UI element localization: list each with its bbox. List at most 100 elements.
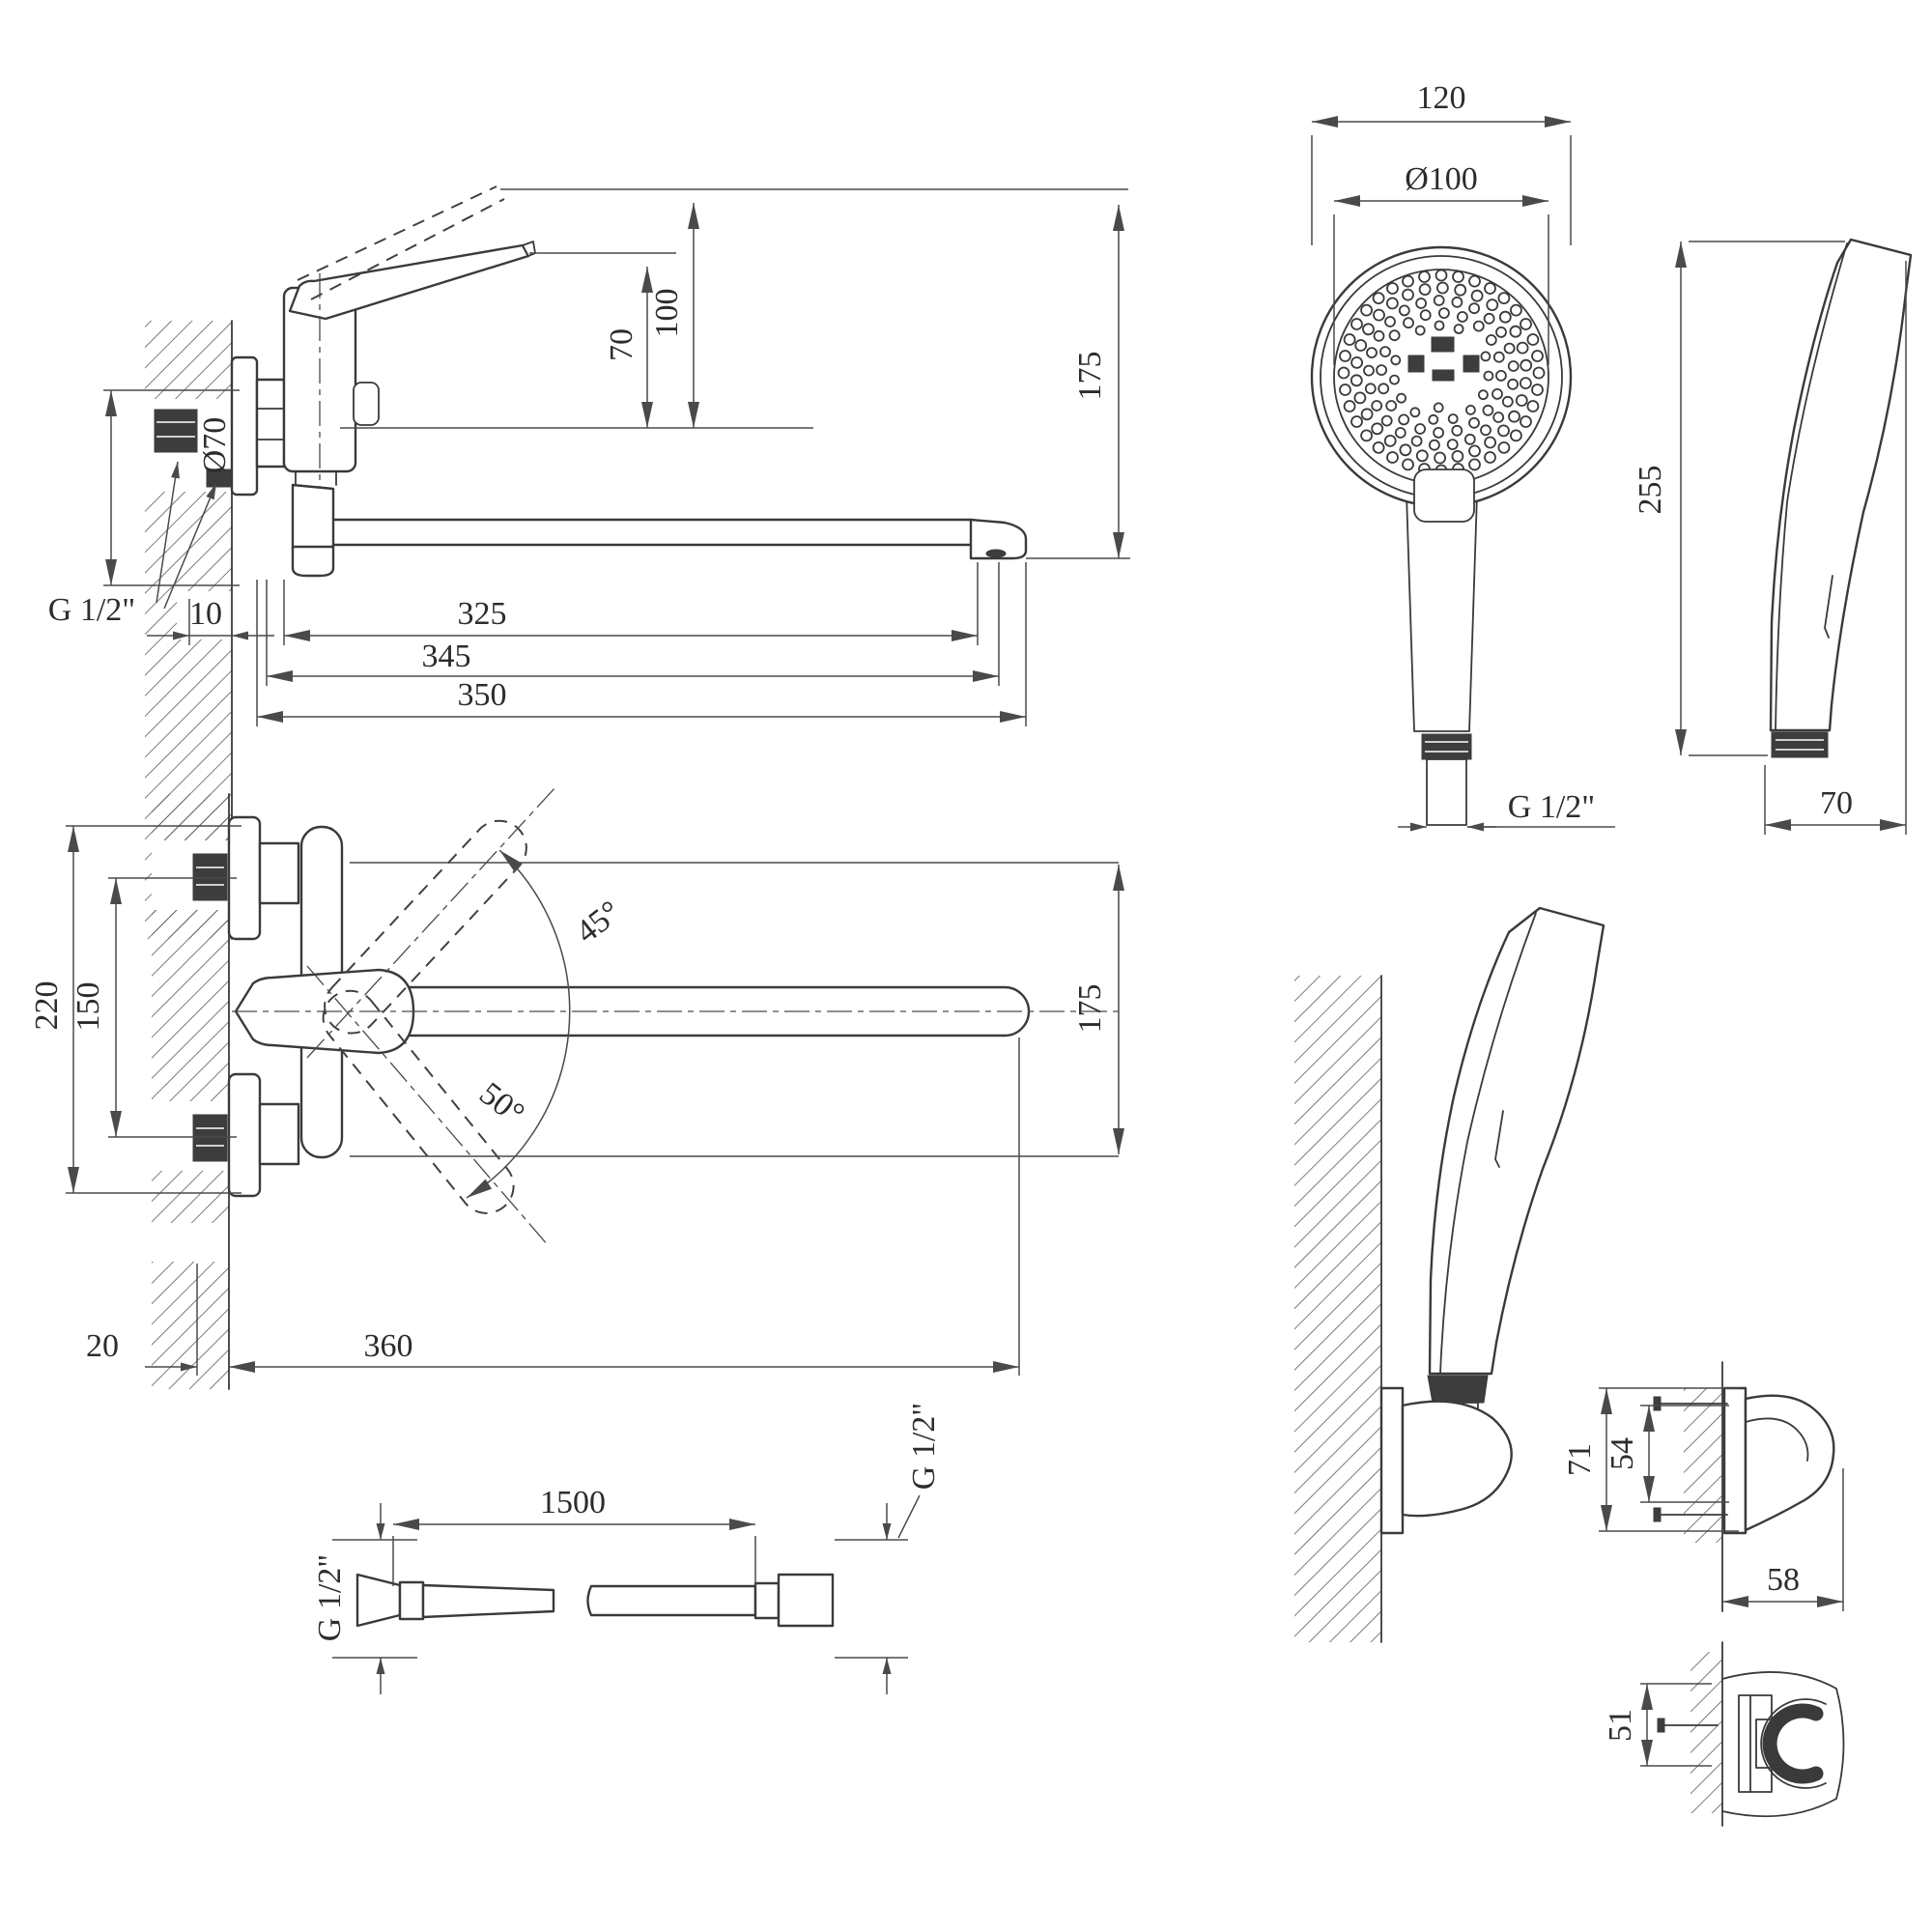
handshower-front-view: 120 Ø100 G 1/2" — [1310, 80, 1615, 832]
dim-label: 325 — [458, 596, 507, 632]
lever-raised-ghost — [297, 185, 505, 300]
thread-label: G 1/2" — [906, 1403, 942, 1490]
mounting-screws — [1653, 1396, 1728, 1522]
dim-overall-width-220: 220 — [29, 825, 242, 1194]
thread-collar — [1427, 1375, 1489, 1404]
thread-connector — [1421, 733, 1472, 826]
wall-hatch — [1294, 976, 1381, 1642]
dim-label: 58 — [1767, 1562, 1800, 1598]
hose-left-end — [355, 1573, 555, 1628]
dim-label: Ø70 — [197, 417, 233, 474]
dim-depth-175: 175 — [1072, 865, 1124, 1154]
holder-profile — [1744, 1394, 1835, 1532]
dim-label: 1500 — [540, 1485, 606, 1520]
thread-label: G 1/2" — [48, 592, 135, 628]
handshower-side-view: 255 70 — [1633, 238, 1913, 835]
clip-outer-line — [1760, 1698, 1827, 1789]
angle-label-up: 45° — [569, 894, 627, 950]
handshower-profile — [1769, 238, 1913, 732]
dim-label: 71 — [1562, 1443, 1598, 1476]
dim-lever-height-70: 70 — [604, 267, 653, 428]
mounting-screw-top — [1657, 1718, 1719, 1733]
dim-thread-left: G 1/2" — [312, 1503, 417, 1694]
flange-bottom — [227, 1072, 262, 1198]
dim-label: Ø100 — [1405, 161, 1478, 197]
dim-label: 54 — [1605, 1437, 1640, 1470]
dim-label: 350 — [458, 677, 507, 713]
clip-c-shape — [1762, 1703, 1824, 1784]
dim-label: 175 — [1072, 984, 1108, 1034]
holder-side-detail: 71 54 58 — [1562, 1361, 1844, 1612]
dim-label: 255 — [1633, 466, 1668, 515]
holder-plate-side — [1722, 1386, 1747, 1535]
dim-label: 175 — [1072, 352, 1108, 401]
lever-solid — [288, 243, 530, 321]
dim-height-255: 255 — [1633, 241, 1845, 756]
dim-label: 100 — [649, 289, 685, 338]
handle — [1406, 494, 1478, 732]
dim-total-height-175: 175 — [1072, 205, 1124, 558]
thread-callout: G 1/2" — [48, 461, 217, 628]
dim-label: 150 — [71, 982, 106, 1032]
dim-label: 70 — [1820, 785, 1853, 821]
dim-lever-height-open-100: 100 — [649, 203, 699, 428]
nut-bottom — [258, 1102, 300, 1166]
thread-connector-side — [1771, 731, 1829, 758]
holder-cup — [1401, 1400, 1513, 1518]
spray-mode-buttons — [1407, 336, 1480, 382]
holder-top-detail: 51 — [1603, 1641, 1845, 1827]
dim-inlet-centers-150: 150 — [71, 877, 237, 1138]
handshower-in-holder — [1428, 906, 1605, 1376]
dim-hose-length-1500: 1500 — [392, 1485, 756, 1586]
diverter-knob — [353, 382, 380, 426]
dim-label: 51 — [1603, 1709, 1638, 1742]
dim-label: 220 — [29, 981, 65, 1031]
dim-flange-diameter: Ø70 — [103, 389, 240, 586]
wall-holder — [1379, 1386, 1513, 1535]
spout-collar — [291, 483, 335, 553]
nozzle-pattern — [1337, 269, 1546, 477]
mixer-body-side — [230, 185, 1028, 578]
spout-outlet — [985, 549, 1007, 558]
connection-nut — [255, 378, 286, 469]
dim-thread: G 1/2" — [1398, 789, 1615, 832]
dim-label: 120 — [1417, 80, 1466, 116]
dim-label: 360 — [364, 1328, 413, 1364]
wall-flange — [230, 355, 259, 497]
dim-label: 70 — [604, 328, 639, 361]
hose-right-end — [586, 1573, 835, 1628]
handle-button — [1413, 469, 1475, 523]
face-edge-line — [1775, 242, 1848, 731]
dim-spout-325: 325 — [283, 562, 979, 645]
dim-thread-right: G 1/2" — [835, 1403, 942, 1694]
wall-section-top — [152, 793, 230, 1390]
holder-inner-line — [1745, 1417, 1809, 1462]
dim-holder-height-71: 71 — [1562, 1387, 1739, 1532]
nut-top — [258, 841, 300, 905]
dim-label: 10 — [189, 596, 222, 632]
face-edge-line — [1439, 912, 1537, 1375]
dim-length-360: 360 — [229, 1037, 1020, 1376]
spout-lower-cap — [291, 545, 335, 578]
dim-label: 345 — [422, 639, 471, 674]
holder-plate — [1379, 1386, 1405, 1535]
dim-head-width-120: 120 — [1311, 80, 1572, 245]
dim-depth-70: 70 — [1764, 261, 1907, 835]
side-button — [1494, 1110, 1504, 1168]
dim-spout-345: 345 — [266, 562, 1000, 686]
angle-label-down: 50° — [472, 1075, 530, 1131]
mixer-top-view: 45° 50° 220 150 175 20 — [29, 786, 1124, 1390]
side-button — [1824, 575, 1833, 639]
dim-label: 20 — [86, 1328, 119, 1364]
dim-holder-depth-58: 58 — [1722, 1468, 1844, 1611]
spout — [331, 518, 1028, 560]
dim-face-diameter-100: Ø100 — [1333, 161, 1549, 365]
mixer-side-view: 70 100 175 Ø70 G 1/2" 10 — [48, 185, 1130, 940]
wall-pipe-thread — [154, 409, 233, 488]
thread-label: G 1/2" — [1508, 789, 1595, 825]
holder-top-outline — [1721, 1671, 1845, 1818]
dim-wall-gap-20: 20 — [86, 1264, 198, 1376]
dim-wall-offset-10: 10 — [147, 591, 274, 645]
